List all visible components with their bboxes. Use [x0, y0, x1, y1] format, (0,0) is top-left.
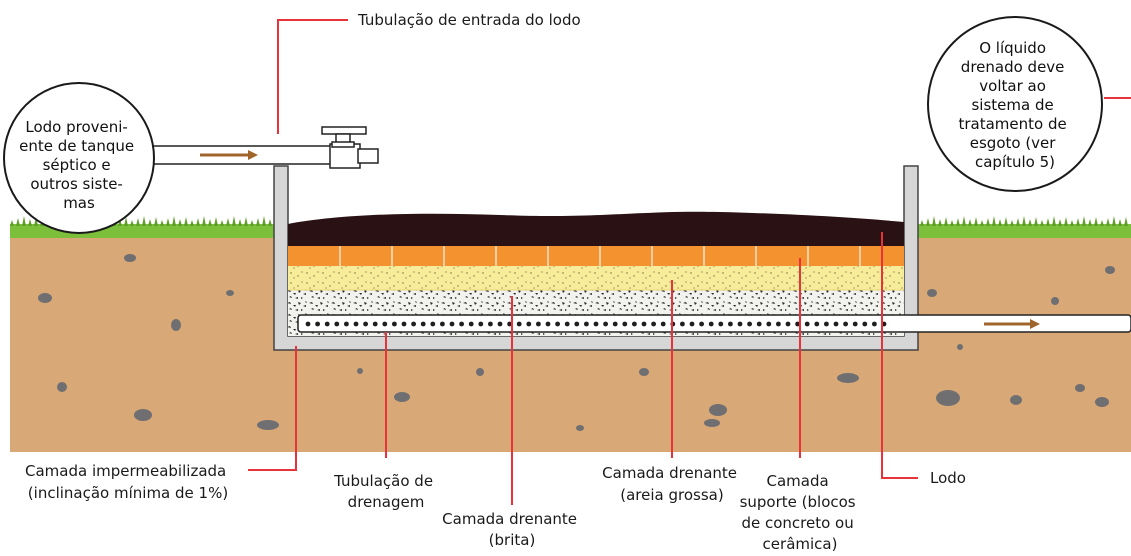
leader-lines	[248, 19, 1131, 505]
flow-arrow-icon	[984, 319, 1040, 329]
tank-wall	[273, 165, 919, 351]
support-blocks-layer	[288, 246, 904, 266]
source-bubble-text: Lodo proveni- ente de tanque séptico e o…	[19, 118, 139, 212]
grass-right	[918, 216, 1131, 238]
label-support-layer: Camada suporte (blocos de concreto ou ce…	[740, 472, 861, 553]
flow-arrow-icon	[200, 150, 258, 160]
label-drain-pipe: Tubulação de drenagem	[333, 472, 438, 511]
drain-pipe	[297, 314, 1131, 333]
label-impermeable-layer: Camada impermeabilizada (inclinação míni…	[25, 462, 231, 502]
sludge-layer	[288, 211, 904, 246]
label-inlet-pipe: Tubulação de entrada do lodo	[357, 11, 581, 29]
return-bubble-text: O líquido drenado deve voltar ao sistema…	[958, 39, 1071, 171]
sand-layer	[288, 266, 904, 290]
valve-icon	[321, 126, 367, 148]
label-sand-layer: Camada drenante (areia grossa)	[602, 464, 742, 504]
soil-stones	[38, 254, 1115, 431]
source-bubble	[3, 82, 155, 234]
inlet-pipe	[99, 143, 379, 169]
label-gravel-layer: Camada drenante (brita)	[442, 510, 582, 549]
return-bubble	[927, 16, 1103, 192]
label-sludge: Lodo	[930, 469, 966, 487]
